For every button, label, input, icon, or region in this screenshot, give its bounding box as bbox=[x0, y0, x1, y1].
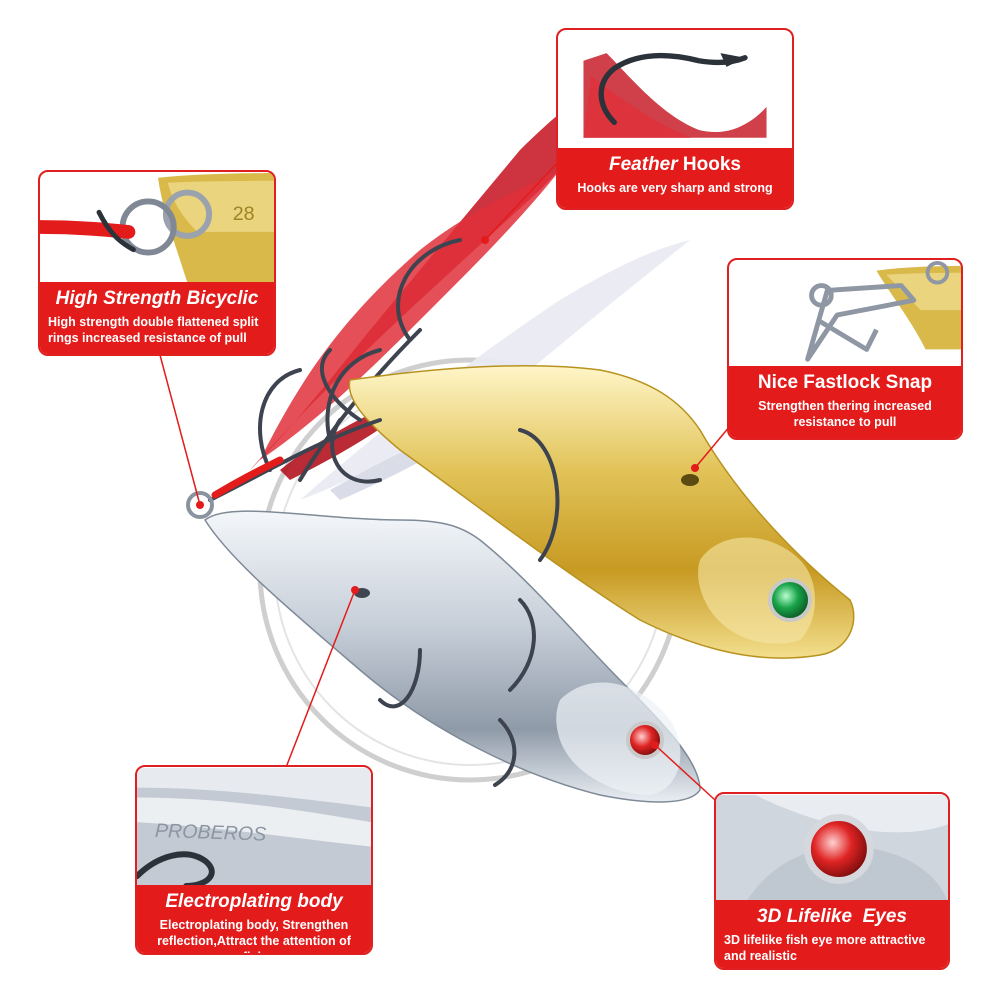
fastlock-snap-photo bbox=[805, 260, 961, 362]
callout-eyes: 3D Lifelike Eyes 3D lifelike fish eye mo… bbox=[714, 792, 950, 970]
fastlock-title: Nice Fastlock Snap bbox=[757, 372, 933, 393]
split-ring bbox=[186, 456, 284, 519]
back-treble-hook bbox=[298, 238, 462, 484]
bicyclic-desc: High strength double flattened split rin… bbox=[48, 315, 259, 345]
electroplating-desc: Electroplating body, Strengthen reflecti… bbox=[157, 918, 351, 953]
brand-engraving: PROBEROS bbox=[155, 820, 267, 846]
callout-electroplating: PROBEROS Electroplating body Electroplat… bbox=[135, 765, 373, 955]
feather-hooks-desc: Hooks are very sharp and strong bbox=[577, 181, 773, 195]
electroplating-title: Electroplating body bbox=[165, 891, 343, 912]
feather-hook-photo bbox=[583, 53, 767, 138]
gold-lure bbox=[348, 365, 855, 659]
red-eye bbox=[626, 721, 664, 759]
lifelike-eye-photo bbox=[716, 794, 948, 904]
split-ring-photo: 28 bbox=[40, 172, 274, 284]
leader-dots bbox=[196, 236, 699, 749]
feather-hooks-title-emph: Hooks bbox=[682, 154, 741, 175]
bicyclic-title: High Strength Bicyclic bbox=[55, 288, 259, 309]
eyes-title: 3D Lifelike Eyes bbox=[757, 906, 907, 927]
electroplating-body-photo: PROBEROS bbox=[137, 768, 371, 887]
green-eye bbox=[768, 578, 812, 622]
callout-fastlock: Nice Fastlock Snap Strengthen thering in… bbox=[727, 258, 963, 440]
feather-hooks-title-main: Feather bbox=[609, 154, 678, 175]
fastlock-desc: Strengthen thering increased resistance … bbox=[758, 399, 932, 429]
eye-closeup bbox=[803, 814, 874, 884]
body-engraving: 28 bbox=[233, 203, 255, 225]
silver-lure bbox=[204, 510, 701, 803]
callout-bicyclic: 28 High Strength Bicyclic High strength … bbox=[38, 170, 276, 356]
callout-feather-hooks: Feather Hooks Hooks are very sharp and s… bbox=[556, 28, 794, 210]
eyes-desc: 3D lifelike fish eye more attractive and… bbox=[724, 933, 926, 963]
